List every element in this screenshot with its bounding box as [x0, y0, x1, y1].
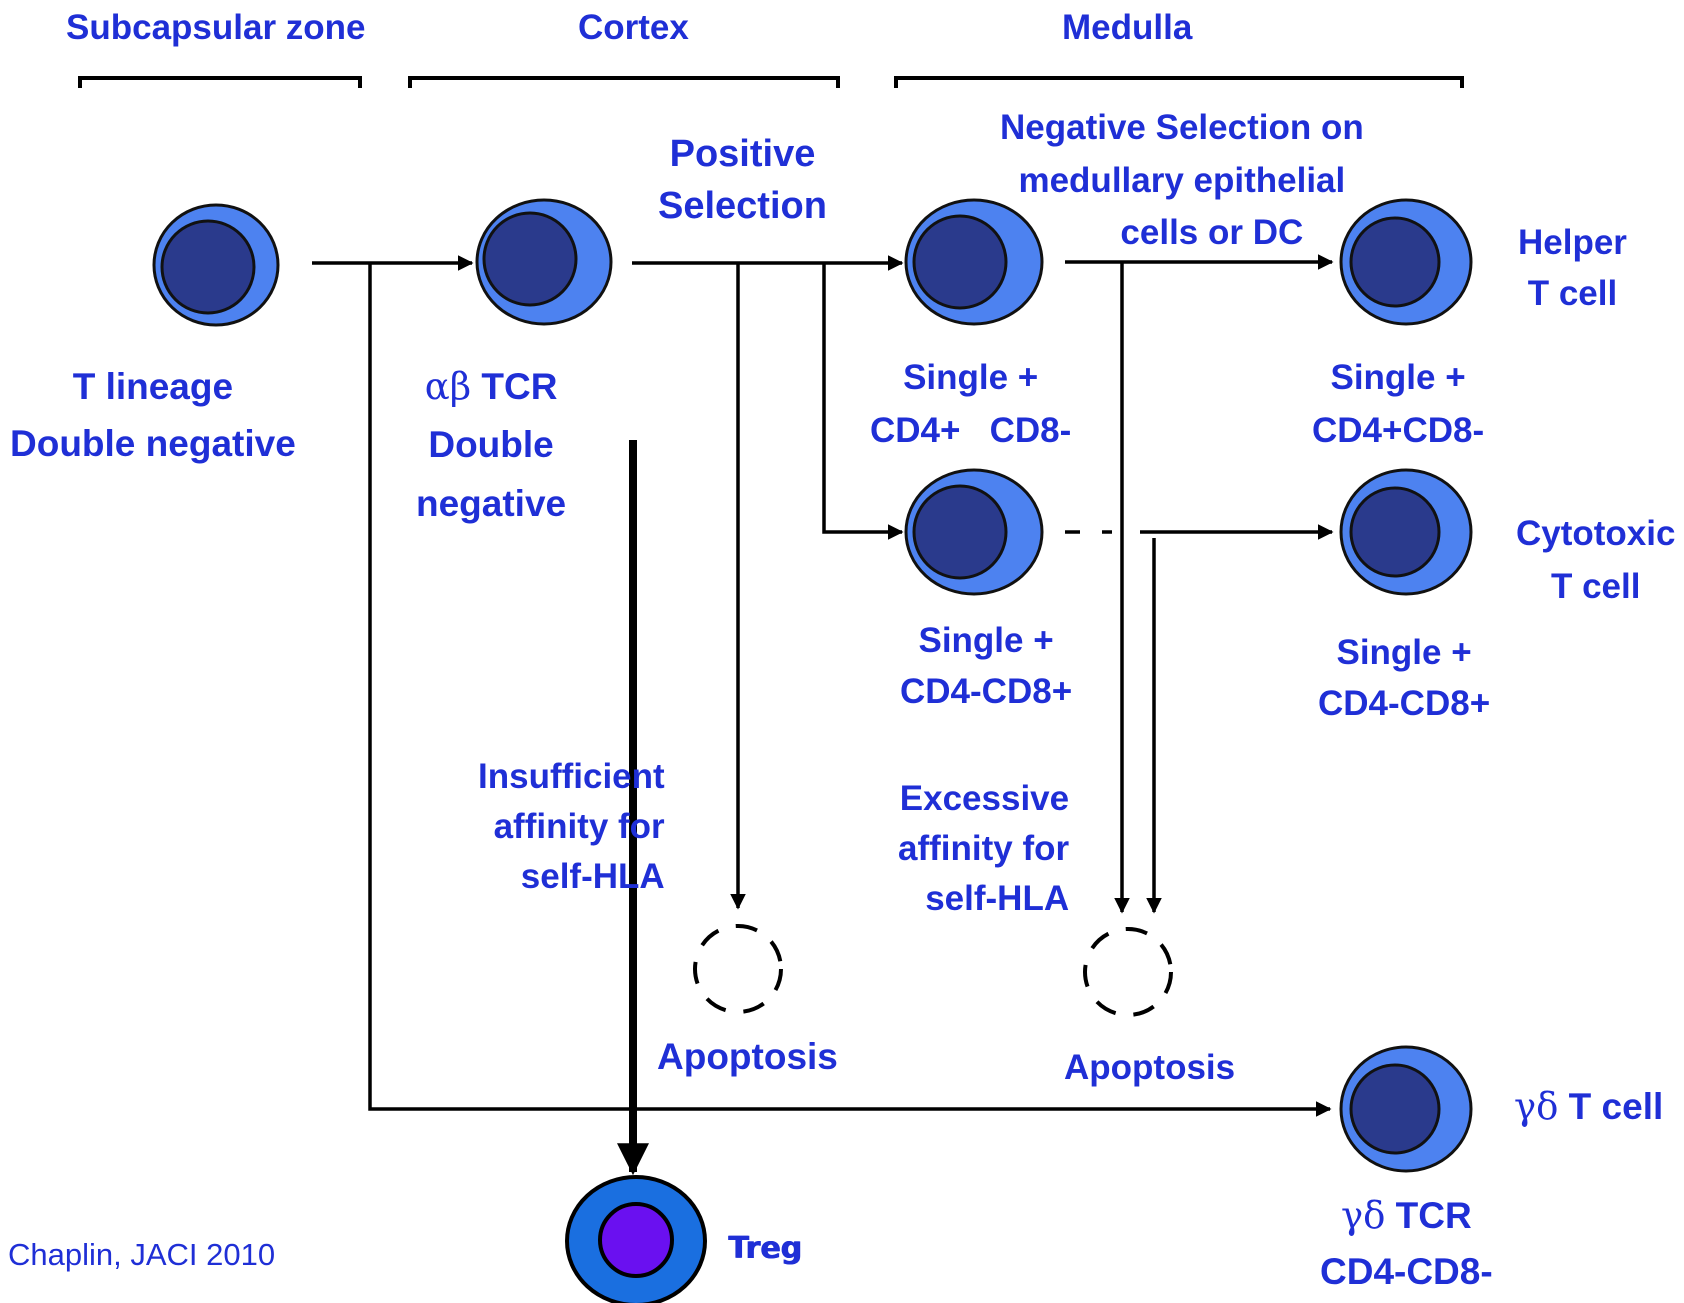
ab-tcr-label: αβ TCR Double negative [416, 365, 567, 524]
apoptosis-label-1: Apoptosis [657, 1036, 838, 1077]
zone-subcapsular-label: Subcapsular zone [66, 8, 366, 47]
gd-greek: γδ [1340, 1194, 1386, 1237]
gd-t-cell-greek: γδ [1514, 1085, 1559, 1128]
cortex-bracket [408, 76, 840, 88]
zone-cortex-label: Cortex [578, 8, 689, 47]
gd-tcr-label: γδ TCR CD4-CD8- [1320, 1194, 1493, 1292]
gd-t-cell [1339, 1045, 1473, 1173]
arrow-abtcr-to-cd8 [822, 263, 904, 540]
apoptotic-cell-2 [1083, 927, 1173, 1017]
gd-t-cell-label: γδ T cell [1514, 1085, 1664, 1128]
treg-cell [565, 1175, 707, 1303]
helper-label: Helper T cell [1518, 223, 1627, 313]
insufficient-affinity-label: Insufficient affinity for self-HLA [478, 757, 665, 897]
apoptosis-label-2: Apoptosis [1064, 1048, 1236, 1087]
excessive-affinity-label: Excessive affinity for self-HLA [898, 779, 1070, 919]
treg-label: Treg [728, 1231, 802, 1266]
single-cd4-cell-1 [904, 198, 1044, 326]
positive-selection-label: Positive Selection [658, 133, 827, 228]
medulla-bracket [894, 76, 1464, 88]
single-cd8-label-2: Single + CD4-CD8+ [1318, 633, 1491, 723]
cytotoxic-t-cell [1339, 468, 1473, 596]
single-cd8-label-1: Single + CD4-CD8+ [900, 621, 1073, 711]
t-lineage-cell [152, 203, 280, 327]
ab-tcr-cell [475, 198, 613, 326]
arrow-tlineage-to-gd [368, 263, 1332, 1117]
single-cd4-label-1: Single + CD4+ CD8- [870, 358, 1072, 450]
subcapsular-bracket [78, 76, 362, 88]
t-lineage-label: T lineage Double negative [10, 366, 296, 465]
ab-greek: αβ [424, 365, 472, 408]
single-cd4-label-2: Single + CD4+CD8- [1312, 358, 1485, 450]
single-cd8-cell-1 [904, 468, 1044, 596]
helper-t-cell [1339, 198, 1473, 326]
apoptotic-cell-1 [693, 924, 783, 1014]
zone-medulla-label: Medulla [1062, 8, 1193, 47]
citation: Chaplin, JACI 2010 [8, 1237, 276, 1272]
negative-selection-label: Negative Selection on medullary epitheli… [1000, 108, 1364, 252]
cytotoxic-label: Cytotoxic T cell [1516, 514, 1676, 606]
